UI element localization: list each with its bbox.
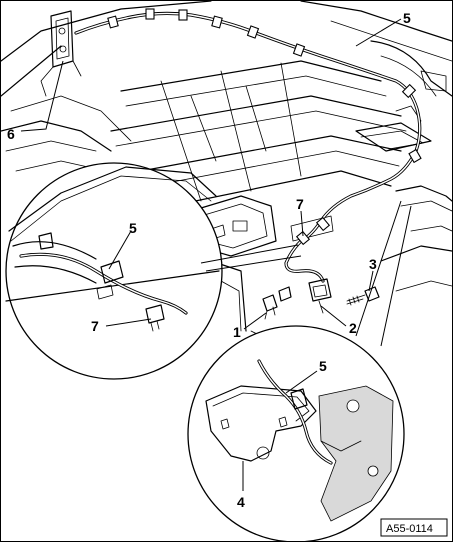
callout-1: 1 <box>233 324 241 340</box>
callout-7-left-detail: 7 <box>91 318 99 334</box>
main-cable-run <box>74 8 422 283</box>
callout-3: 3 <box>369 256 377 272</box>
detail-link-left-2 <box>200 244 299 264</box>
connector-and-fasteners <box>262 278 380 320</box>
figure-id-label: A55-0114 <box>386 523 433 535</box>
callout-5-main: 5 <box>403 10 411 26</box>
detail-link-right-2 <box>380 205 412 347</box>
callout-4: 4 <box>237 494 245 510</box>
detail-link-left <box>205 255 302 272</box>
callout-7-upper: 7 <box>296 196 304 212</box>
callout-5-right-detail: 5 <box>319 358 327 374</box>
detail-circle-right <box>187 325 405 541</box>
figure-id-box <box>380 518 448 537</box>
callout-2: 2 <box>349 320 357 336</box>
callout-6: 6 <box>7 126 15 142</box>
callout-5-left-detail: 5 <box>129 220 137 236</box>
callout-leaders <box>20 18 402 491</box>
detail-link-right <box>355 200 402 337</box>
detail-circle-left <box>5 162 223 380</box>
cable-clips <box>107 8 422 246</box>
